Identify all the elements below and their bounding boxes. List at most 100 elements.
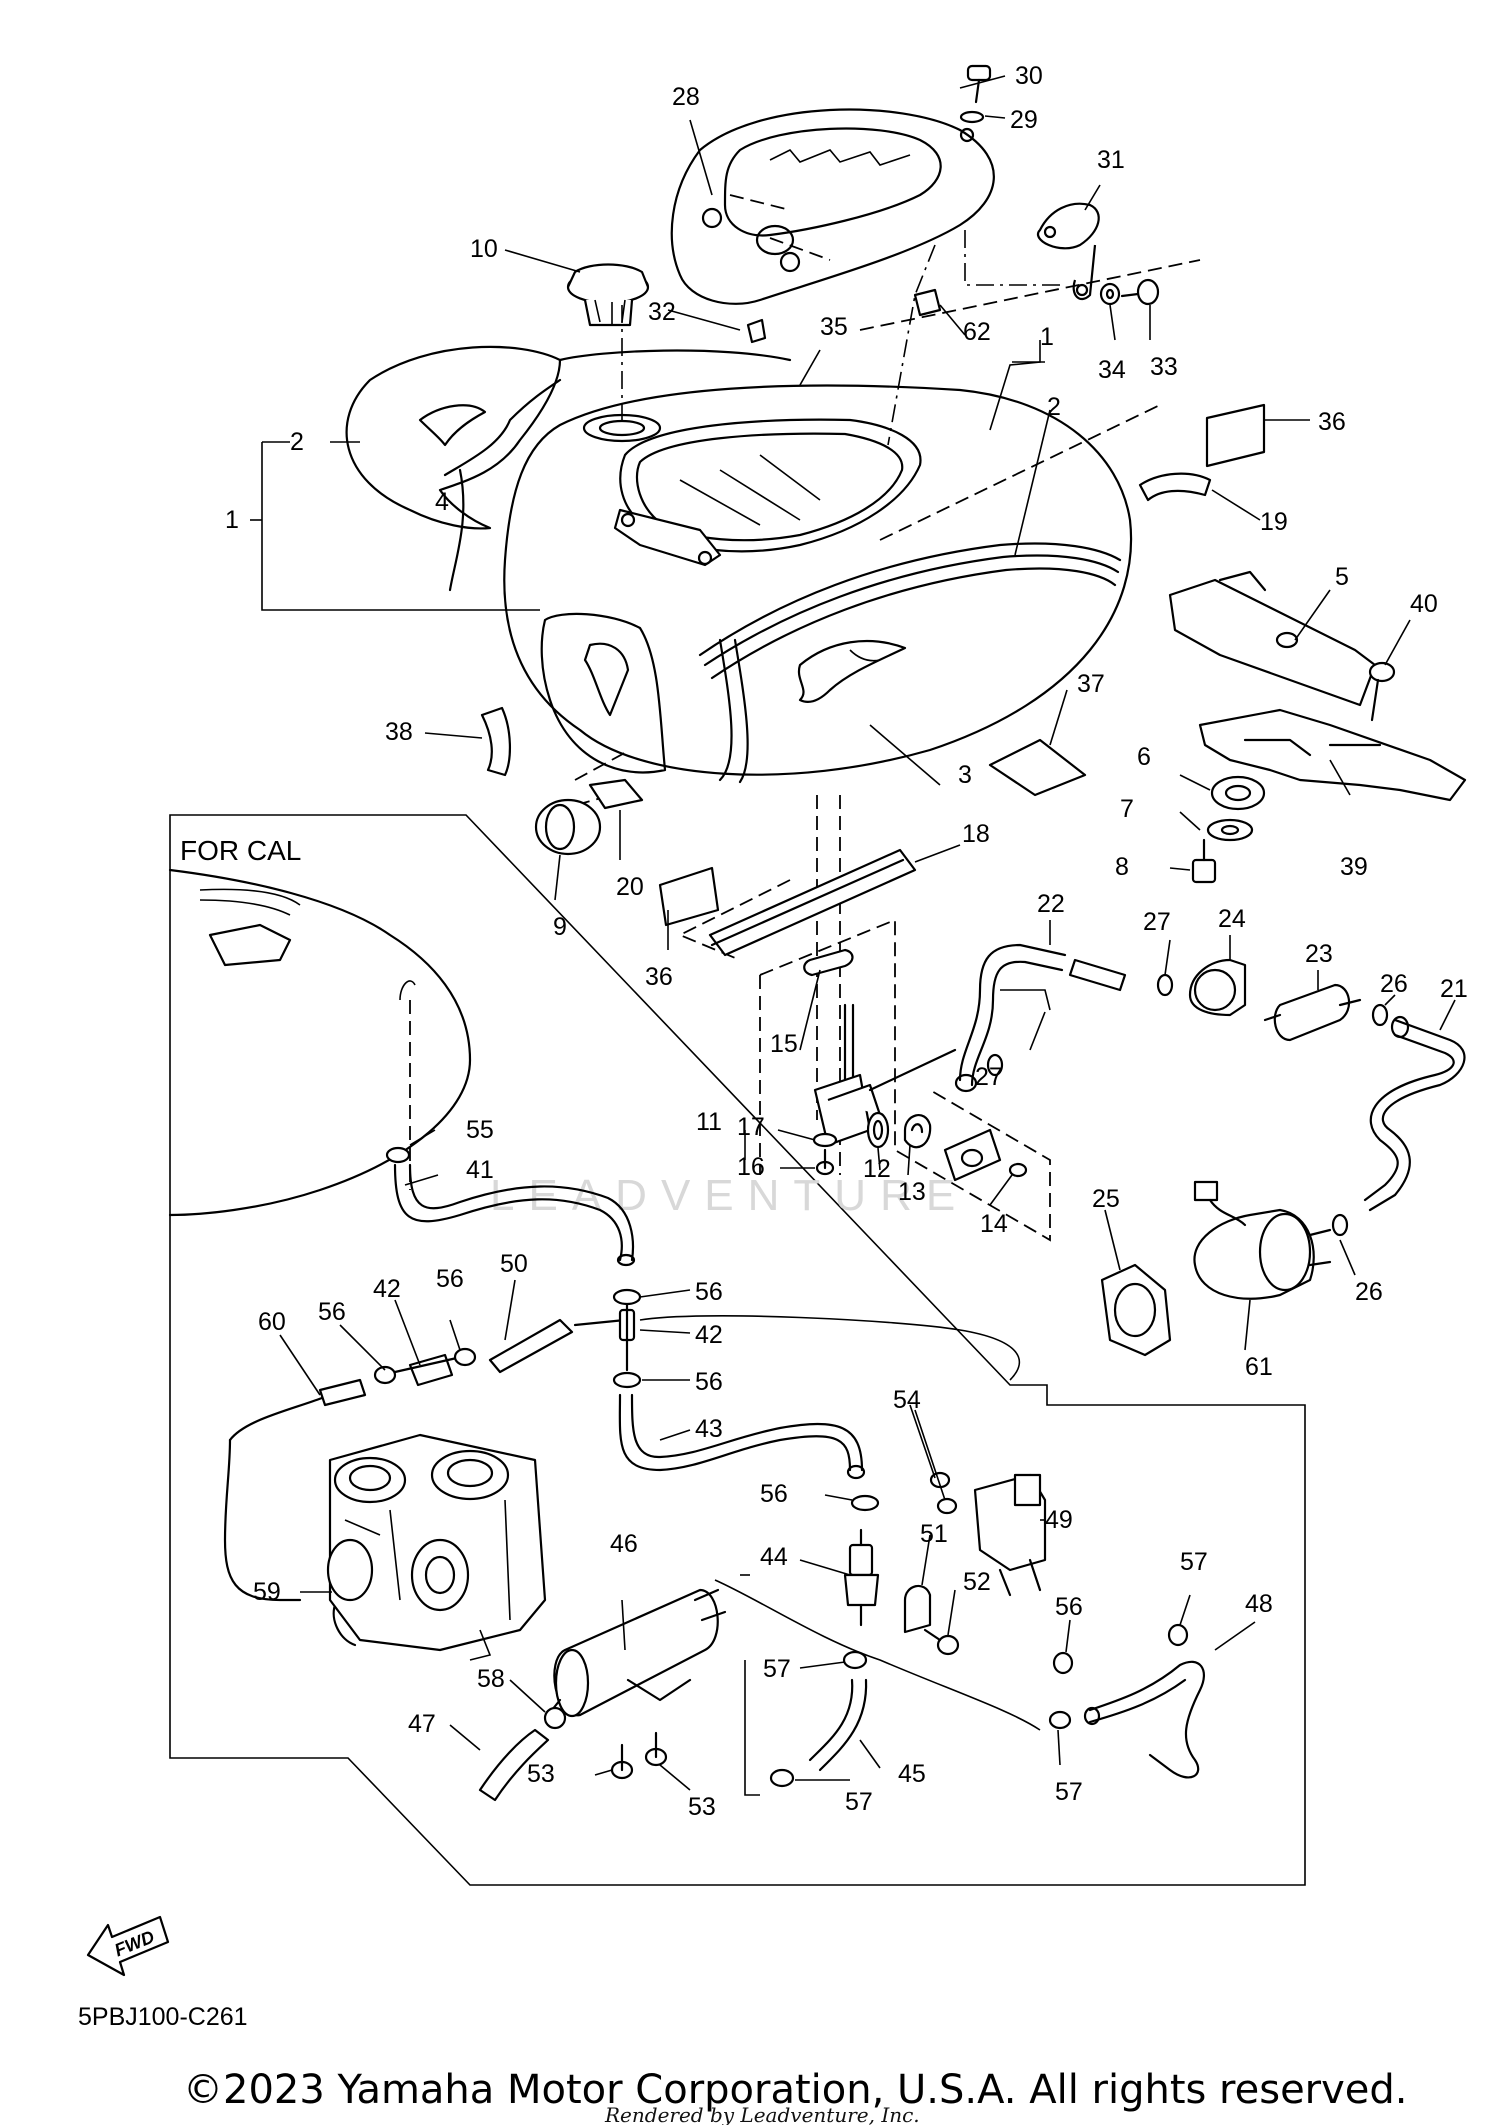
label-36[interactable] <box>1205 403 1266 468</box>
callout-8: 8 <box>1115 853 1129 881</box>
callout-53-b: 53 <box>688 1793 716 1821</box>
callout-23: 23 <box>1305 940 1333 968</box>
callout-57-a: 57 <box>1180 1548 1208 1576</box>
callout-51: 51 <box>920 1520 948 1548</box>
cal-tank-inset <box>168 868 472 1217</box>
callout-36-lower: 36 <box>645 963 673 991</box>
callout-24: 24 <box>1218 905 1246 933</box>
callout-34: 34 <box>1098 356 1126 384</box>
hose-47[interactable] <box>478 1728 550 1802</box>
callout-61: 61 <box>1245 1353 1273 1381</box>
o-ring-12[interactable] <box>866 1111 890 1149</box>
callout-20: 20 <box>616 873 644 901</box>
washer-17[interactable] <box>812 1132 838 1148</box>
canister-46[interactable] <box>546 1588 727 1718</box>
collar-7[interactable] <box>1206 818 1254 842</box>
damper-19[interactable] <box>1138 472 1212 502</box>
bolt-33[interactable] <box>1120 278 1160 306</box>
fuel-filter-23[interactable] <box>1263 983 1362 1042</box>
hose-60[interactable] <box>223 1378 367 1602</box>
clip-26b[interactable] <box>1331 1213 1349 1237</box>
seal-18[interactable] <box>708 848 917 957</box>
clip-27b[interactable] <box>986 1053 1004 1077</box>
clip-32[interactable] <box>746 318 767 344</box>
valve-44[interactable] <box>843 1528 880 1627</box>
grommet-62[interactable] <box>913 288 942 317</box>
callout-56-d: 56 <box>695 1368 723 1396</box>
cal-boundary <box>169 814 1306 1886</box>
bolt-8[interactable] <box>1191 838 1217 884</box>
fuel-tank[interactable] <box>503 384 1133 784</box>
bolt-40[interactable] <box>1368 661 1396 722</box>
hose-50[interactable] <box>488 1318 627 1374</box>
hose-43[interactable] <box>618 1393 866 1480</box>
callout-18: 18 <box>962 820 990 848</box>
callout-39: 39 <box>1340 853 1368 881</box>
clip-57-right[interactable] <box>1048 1623 1189 1730</box>
washer-29[interactable] <box>959 110 985 124</box>
bracket-25[interactable] <box>1100 1263 1172 1357</box>
fuel-hose-21[interactable] <box>1363 1015 1466 1212</box>
fuel-cock-body[interactable] <box>813 1003 957 1147</box>
callout-57-c: 57 <box>845 1788 873 1816</box>
callout-14: 14 <box>980 1210 1008 1238</box>
solenoid-valve-49[interactable] <box>973 1473 1047 1597</box>
callout-40: 40 <box>1410 590 1438 618</box>
callout-56-e: 56 <box>760 1480 788 1508</box>
clip-55[interactable] <box>385 1146 411 1164</box>
clip-27[interactable] <box>1156 973 1174 997</box>
callout-37: 37 <box>1077 670 1105 698</box>
callout-58: 58 <box>477 1665 505 1693</box>
carburetor-assembly[interactable] <box>326 1433 547 1661</box>
bracket-51[interactable] <box>903 1584 932 1634</box>
washer-34[interactable] <box>1099 282 1121 306</box>
tank-decal-left[interactable] <box>345 345 792 592</box>
cover-5[interactable] <box>1168 570 1377 707</box>
hose-45[interactable] <box>808 1678 868 1772</box>
clips-56[interactable] <box>373 1288 1074 1675</box>
label-36-lower[interactable] <box>658 866 720 927</box>
callout-52: 52 <box>963 1568 991 1596</box>
plate-14[interactable] <box>943 1128 1002 1182</box>
callout-27-lower: 27 <box>975 1063 1003 1091</box>
clip-57-valve[interactable] <box>842 1650 868 1670</box>
damper-20[interactable] <box>588 778 644 810</box>
gasket-13[interactable] <box>903 1114 932 1149</box>
holder-24[interactable] <box>1188 958 1247 1017</box>
callout-labels: 30 29 28 31 10 32 35 62 34 33 1 2 36 2 1… <box>225 62 1468 1821</box>
callout-43: 43 <box>695 1415 723 1443</box>
clip-58[interactable] <box>543 1706 567 1730</box>
fitting-42-upper[interactable] <box>618 1298 636 1372</box>
bolt-52[interactable] <box>923 1628 960 1656</box>
part-code: 5PBJ100-C261 <box>78 2003 248 2031</box>
label-37[interactable] <box>988 738 1087 797</box>
fuel-cap[interactable] <box>566 263 650 327</box>
screw-30[interactable] <box>966 64 992 104</box>
callout-17: 17 <box>737 1113 765 1141</box>
callout-54: 54 <box>893 1386 921 1414</box>
callout-56-b: 56 <box>318 1298 346 1326</box>
callout-12: 12 <box>863 1155 891 1183</box>
callout-32: 32 <box>648 298 676 326</box>
bolts-53[interactable] <box>610 1731 668 1780</box>
callout-2-right: 2 <box>1047 393 1061 421</box>
elbow-59-hose[interactable] <box>332 1603 357 1647</box>
screw-16[interactable] <box>815 1148 835 1176</box>
console-cover[interactable] <box>670 108 995 305</box>
damper-38[interactable] <box>480 706 512 777</box>
hose-41[interactable] <box>393 1163 636 1267</box>
clip-26[interactable] <box>1371 1003 1389 1027</box>
clip-57-lower[interactable] <box>769 1768 795 1788</box>
bracket-39[interactable] <box>1198 708 1467 802</box>
screws-54[interactable] <box>929 1471 958 1515</box>
damper-9[interactable] <box>534 798 602 856</box>
screw-14[interactable] <box>1008 1162 1028 1178</box>
callout-11: 11 <box>696 1108 722 1136</box>
callout-4: 4 <box>435 488 449 516</box>
fuel-pump-61[interactable] <box>1193 1180 1332 1300</box>
gasket-15[interactable] <box>803 948 854 977</box>
hose-48[interactable] <box>1083 1660 1206 1779</box>
fuel-hose-22[interactable] <box>954 943 1127 1093</box>
grommet-6[interactable] <box>1210 775 1266 811</box>
